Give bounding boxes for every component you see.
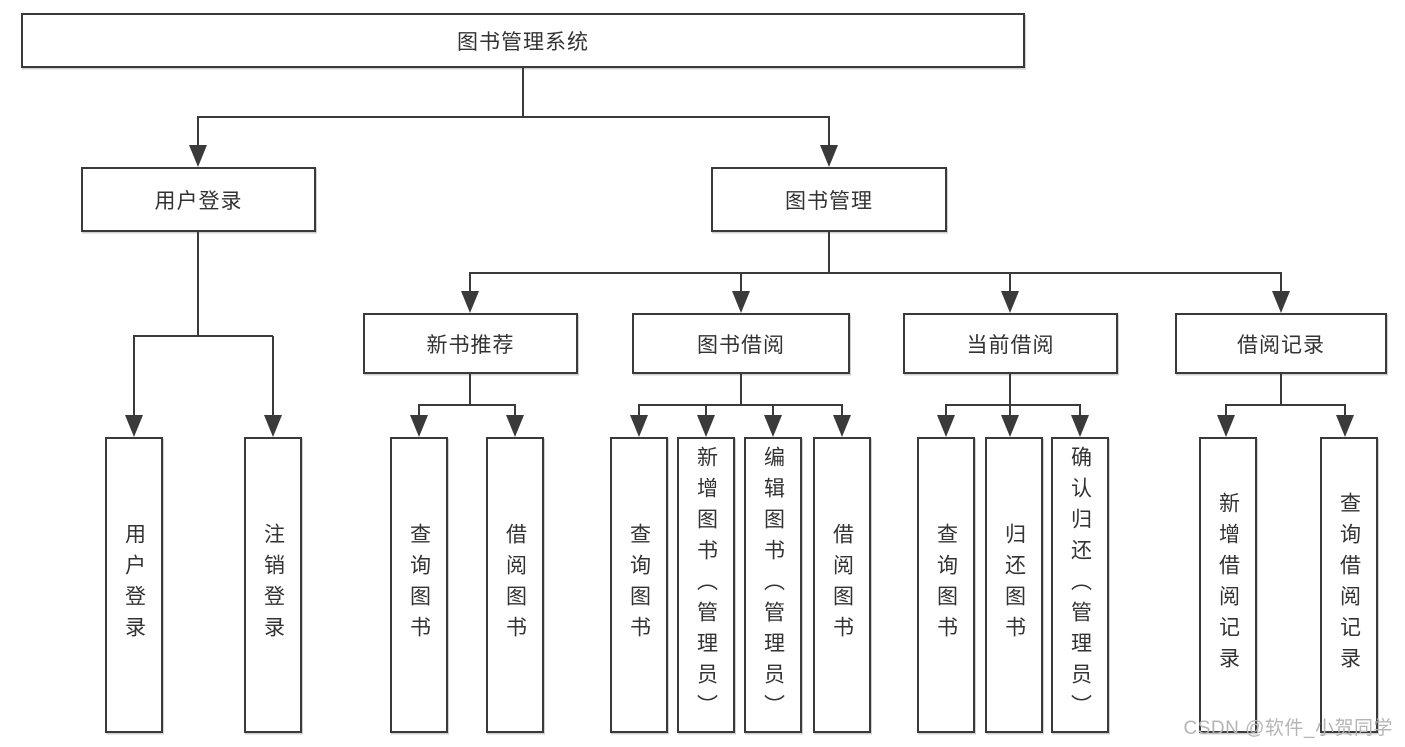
leaf-add-borrow-record: 新增借阅记录 xyxy=(1199,437,1257,733)
leaf-query-book-current: 查询图书 xyxy=(917,437,975,733)
connector-line xyxy=(132,334,274,337)
connector-arrow-down xyxy=(1279,273,1283,291)
watermark: CSDN @软件_小贺同学 xyxy=(1183,718,1393,739)
node-new-book-recommend-label: 新书推荐 xyxy=(426,333,515,357)
connector-arrow-down xyxy=(827,117,831,145)
connector-line xyxy=(1008,374,1012,405)
leaf-user-login-label: 用户登录 xyxy=(122,523,146,647)
node-book-borrow-label: 图书借阅 xyxy=(697,333,785,357)
leaf-add-book-admin-label: 新增图书（管理员） xyxy=(694,445,718,725)
leaf-return-book: 归还图书 xyxy=(985,437,1043,733)
node-book-management-label: 图书管理 xyxy=(785,189,873,213)
leaf-confirm-return-admin-label: 确认归还（管理员） xyxy=(1068,445,1092,725)
connector-arrow-down xyxy=(196,117,200,145)
leaf-query-borrow-record: 查询借阅记录 xyxy=(1320,437,1378,733)
leaf-borrow-book-recommend-label: 借阅图书 xyxy=(503,523,527,647)
leaf-edit-book-admin: 编辑图书（管理员） xyxy=(744,437,802,733)
node-root: 图书管理系统 xyxy=(21,13,1025,68)
node-book-management: 图书管理 xyxy=(711,167,947,232)
leaf-edit-book-admin-label: 编辑图书（管理员） xyxy=(761,445,785,725)
connector-arrow-down xyxy=(468,273,472,291)
leaf-add-borrow-record-label: 新增借阅记录 xyxy=(1216,492,1240,678)
connector-line xyxy=(637,403,844,406)
node-user-login: 用户登录 xyxy=(81,167,316,232)
connector-arrow-down xyxy=(739,273,743,291)
connector-arrow-down xyxy=(132,336,136,415)
leaf-user-login: 用户登录 xyxy=(105,437,163,733)
leaf-query-book-borrow: 查询图书 xyxy=(610,437,668,733)
connector-line xyxy=(739,374,743,405)
connector-line xyxy=(1279,374,1283,405)
connector-line xyxy=(417,403,517,406)
leaf-query-book-current-label: 查询图书 xyxy=(934,523,958,647)
connector-line xyxy=(468,271,1283,274)
connector-arrow-down xyxy=(513,405,517,415)
connector-arrow-down xyxy=(704,405,708,415)
node-current-borrow-label: 当前借阅 xyxy=(966,333,1055,357)
connector-arrow-down xyxy=(1343,405,1347,415)
connector-line xyxy=(944,403,1082,406)
leaf-return-book-label: 归还图书 xyxy=(1002,523,1026,647)
node-book-borrow: 图书借阅 xyxy=(632,313,850,374)
connector-line xyxy=(196,115,831,118)
leaf-borrow-book: 借阅图书 xyxy=(813,437,871,733)
connector-line xyxy=(827,232,831,274)
connector-line xyxy=(1224,403,1347,406)
connector-line xyxy=(521,68,525,118)
connector-arrow-down xyxy=(271,336,275,415)
leaf-query-book-borrow-label: 查询图书 xyxy=(627,523,651,647)
leaf-query-book-recommend: 查询图书 xyxy=(390,437,448,733)
leaf-add-book-admin: 新增图书（管理员） xyxy=(677,437,735,733)
node-current-borrow: 当前借阅 xyxy=(903,313,1118,374)
connector-arrow-down xyxy=(1224,405,1228,415)
connector-arrow-down xyxy=(1078,405,1082,415)
leaf-logout-label: 注销登录 xyxy=(261,523,285,647)
leaf-query-book-recommend-label: 查询图书 xyxy=(407,523,431,647)
leaf-logout: 注销登录 xyxy=(244,437,302,733)
leaf-query-borrow-record-label: 查询借阅记录 xyxy=(1337,492,1361,678)
connector-arrow-down xyxy=(840,405,844,415)
leaf-borrow-book-label: 借阅图书 xyxy=(830,523,854,647)
connector-line xyxy=(468,374,472,405)
leaf-borrow-book-recommend: 借阅图书 xyxy=(486,437,544,733)
connector-arrow-down xyxy=(417,405,421,415)
node-root-label: 图书管理系统 xyxy=(457,30,589,54)
node-borrow-record-label: 借阅记录 xyxy=(1237,333,1325,357)
connector-arrow-down xyxy=(1008,405,1012,415)
node-user-login-label: 用户登录 xyxy=(154,189,243,213)
connector-arrow-down xyxy=(1008,273,1012,291)
node-borrow-record: 借阅记录 xyxy=(1175,313,1387,374)
connector-arrow-down xyxy=(637,405,641,415)
connector-arrow-down xyxy=(944,405,948,415)
connector-arrow-down xyxy=(771,405,775,415)
node-new-book-recommend: 新书推荐 xyxy=(363,313,578,374)
leaf-confirm-return-admin: 确认归还（管理员） xyxy=(1051,437,1109,733)
connector-line xyxy=(196,232,200,337)
